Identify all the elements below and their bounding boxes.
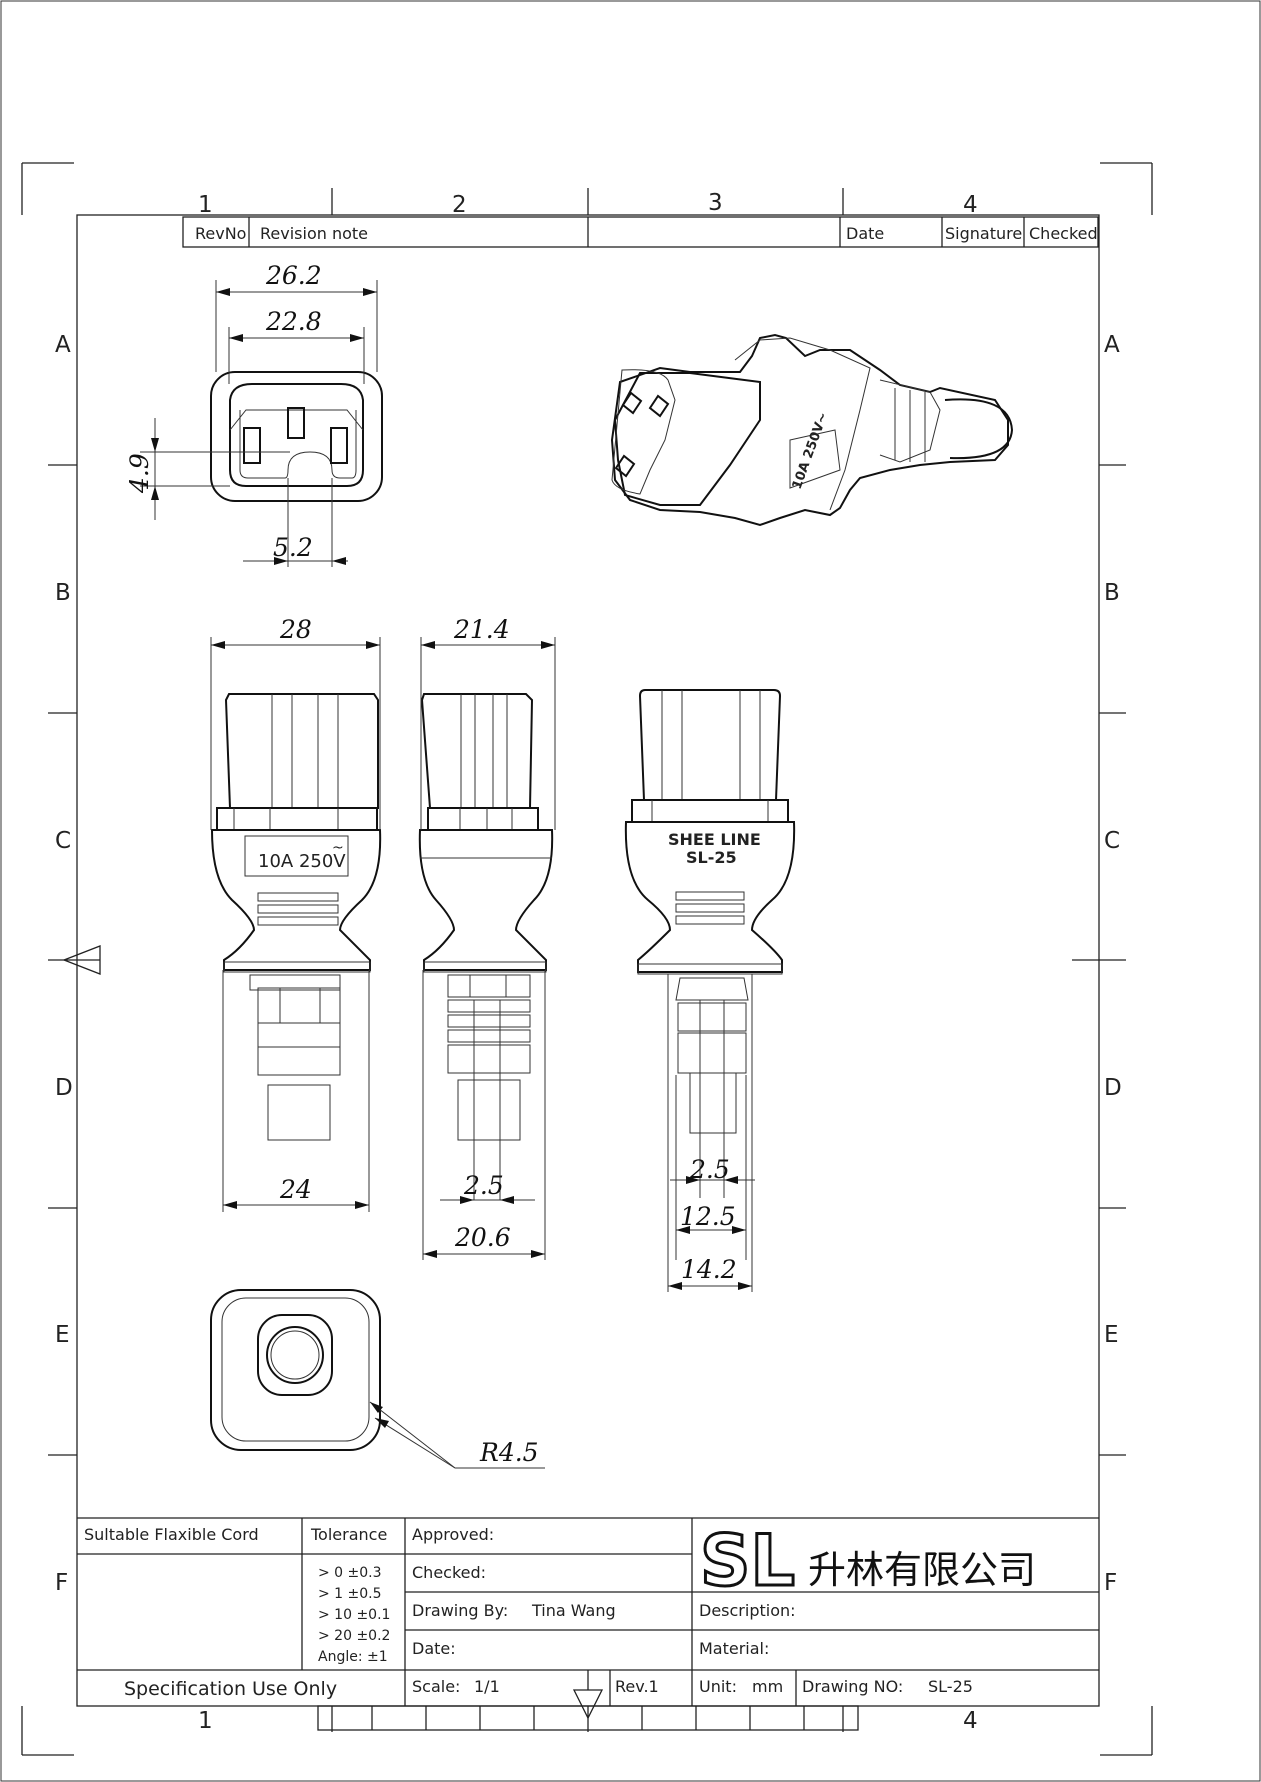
company-logo: SL bbox=[699, 1519, 797, 1604]
isometric-view: 10A 250V~ bbox=[610, 333, 1014, 527]
brand-line-1: SHEE LINE bbox=[668, 830, 761, 849]
zone-row-b-left: B bbox=[55, 580, 71, 606]
end-view: R4.5 bbox=[210, 1289, 545, 1469]
title-block: Sultable Flaxible Cord Tolerance > 0 ±0.… bbox=[77, 1517, 1099, 1720]
drawing-by-value: Tina Wang bbox=[531, 1601, 616, 1620]
dim-side2-base-width: 20.6 bbox=[454, 1223, 511, 1252]
bottom-ruler bbox=[317, 1705, 859, 1731]
zone-row-f-right: F bbox=[1104, 1570, 1117, 1596]
company-name: 升林有限公司 bbox=[808, 1548, 1036, 1592]
zone-row-e-left: E bbox=[55, 1322, 70, 1348]
dim-back-base-width: 14.2 bbox=[681, 1255, 737, 1284]
drawing-no-value: SL-25 bbox=[928, 1677, 973, 1696]
front-view: 26.2 22.8 5.2 4.9 bbox=[125, 261, 383, 567]
revno-header: RevNo bbox=[195, 224, 246, 243]
signature-header: Signature bbox=[945, 224, 1022, 243]
back-view: SHEE LINE SL-25 2.5 12.5 14.2 bbox=[624, 689, 796, 1292]
dim-side-body-width: 28 bbox=[279, 615, 312, 644]
dim-front-notch: 5.2 bbox=[273, 533, 313, 562]
checked-label: Checked: bbox=[412, 1563, 486, 1582]
material-label: Material: bbox=[699, 1639, 769, 1658]
tolerance-label: Tolerance bbox=[310, 1525, 387, 1544]
zone-col-4-top: 4 bbox=[963, 192, 978, 218]
side-view-middle: 21.4 2.5 20.6 bbox=[418, 615, 556, 1260]
zone-row-d-left: D bbox=[55, 1075, 73, 1101]
dim-side-base-width: 24 bbox=[279, 1175, 312, 1204]
zone-row-c-left: C bbox=[55, 828, 71, 854]
revision-value: Rev.1 bbox=[615, 1677, 659, 1696]
tolerance-angle: Angle: ±1 bbox=[318, 1649, 388, 1665]
dim-front-slot-height: 4.9 bbox=[125, 453, 154, 494]
suitable-cord-label: Sultable Flaxible Cord bbox=[84, 1525, 259, 1544]
dim-side2-gap: 2.5 bbox=[463, 1171, 504, 1200]
date-label: Date: bbox=[412, 1639, 456, 1658]
dim-back-mid-width: 12.5 bbox=[680, 1202, 736, 1231]
date-header: Date bbox=[846, 224, 884, 243]
zone-row-a-right: A bbox=[1104, 332, 1120, 358]
drawing-by-label: Drawing By: bbox=[412, 1601, 508, 1620]
centering-triangle-left bbox=[62, 945, 101, 975]
dim-radius: R4.5 bbox=[479, 1438, 539, 1467]
tolerance-1: > 0 ±0.3 bbox=[318, 1565, 382, 1581]
zone-col-4-bottom: 4 bbox=[963, 1708, 978, 1734]
dim-front-inner-width: 22.8 bbox=[265, 307, 322, 336]
rating-label: 10A 250V bbox=[258, 851, 346, 872]
zone-row-b-right: B bbox=[1104, 580, 1120, 606]
corner-marks bbox=[21, 162, 1153, 1756]
zone-row-a-left: A bbox=[55, 332, 71, 358]
dim-back-gap: 2.5 bbox=[689, 1155, 730, 1184]
dim-front-outer-width: 26.2 bbox=[265, 261, 322, 290]
logo-mark: SL bbox=[700, 1520, 795, 1602]
zone-col-2-top: 2 bbox=[452, 192, 467, 218]
zone-col-1-bottom: 1 bbox=[198, 1708, 213, 1734]
scale-label: Scale: bbox=[412, 1677, 460, 1696]
unit-label: Unit: bbox=[699, 1677, 737, 1696]
tolerance-4: > 20 ±0.2 bbox=[318, 1628, 390, 1644]
drawing-no-label: Drawing NO: bbox=[802, 1677, 903, 1696]
zone-row-c-right: C bbox=[1104, 828, 1120, 854]
revision-table: RevNo Revision note Date Signature Check… bbox=[182, 216, 1099, 248]
revision-note-header: Revision note bbox=[260, 224, 368, 243]
dim-side2-body-width: 21.4 bbox=[453, 615, 510, 644]
unit-value: mm bbox=[752, 1677, 783, 1696]
zone-col-3-top: 3 bbox=[708, 190, 723, 216]
tolerance-3: > 10 ±0.1 bbox=[318, 1607, 390, 1623]
spec-use-label: Specification Use Only bbox=[124, 1678, 337, 1700]
description-label: Description: bbox=[699, 1601, 796, 1620]
zone-row-d-right: D bbox=[1104, 1075, 1122, 1101]
zone-row-e-right: E bbox=[1104, 1322, 1119, 1348]
zone-row-f-left: F bbox=[55, 1570, 68, 1596]
approved-label: Approved: bbox=[412, 1525, 494, 1544]
rating-tilde: ~ bbox=[332, 840, 344, 856]
brand-line-2: SL-25 bbox=[686, 848, 737, 867]
side-view-left: 10A 250V ~ 28 24 bbox=[210, 615, 382, 1212]
checked-header: Checked bbox=[1029, 224, 1098, 243]
zone-col-1-top: 1 bbox=[198, 192, 213, 218]
scale-value: 1/1 bbox=[474, 1677, 500, 1696]
tolerance-2: > 1 ±0.5 bbox=[318, 1586, 382, 1602]
